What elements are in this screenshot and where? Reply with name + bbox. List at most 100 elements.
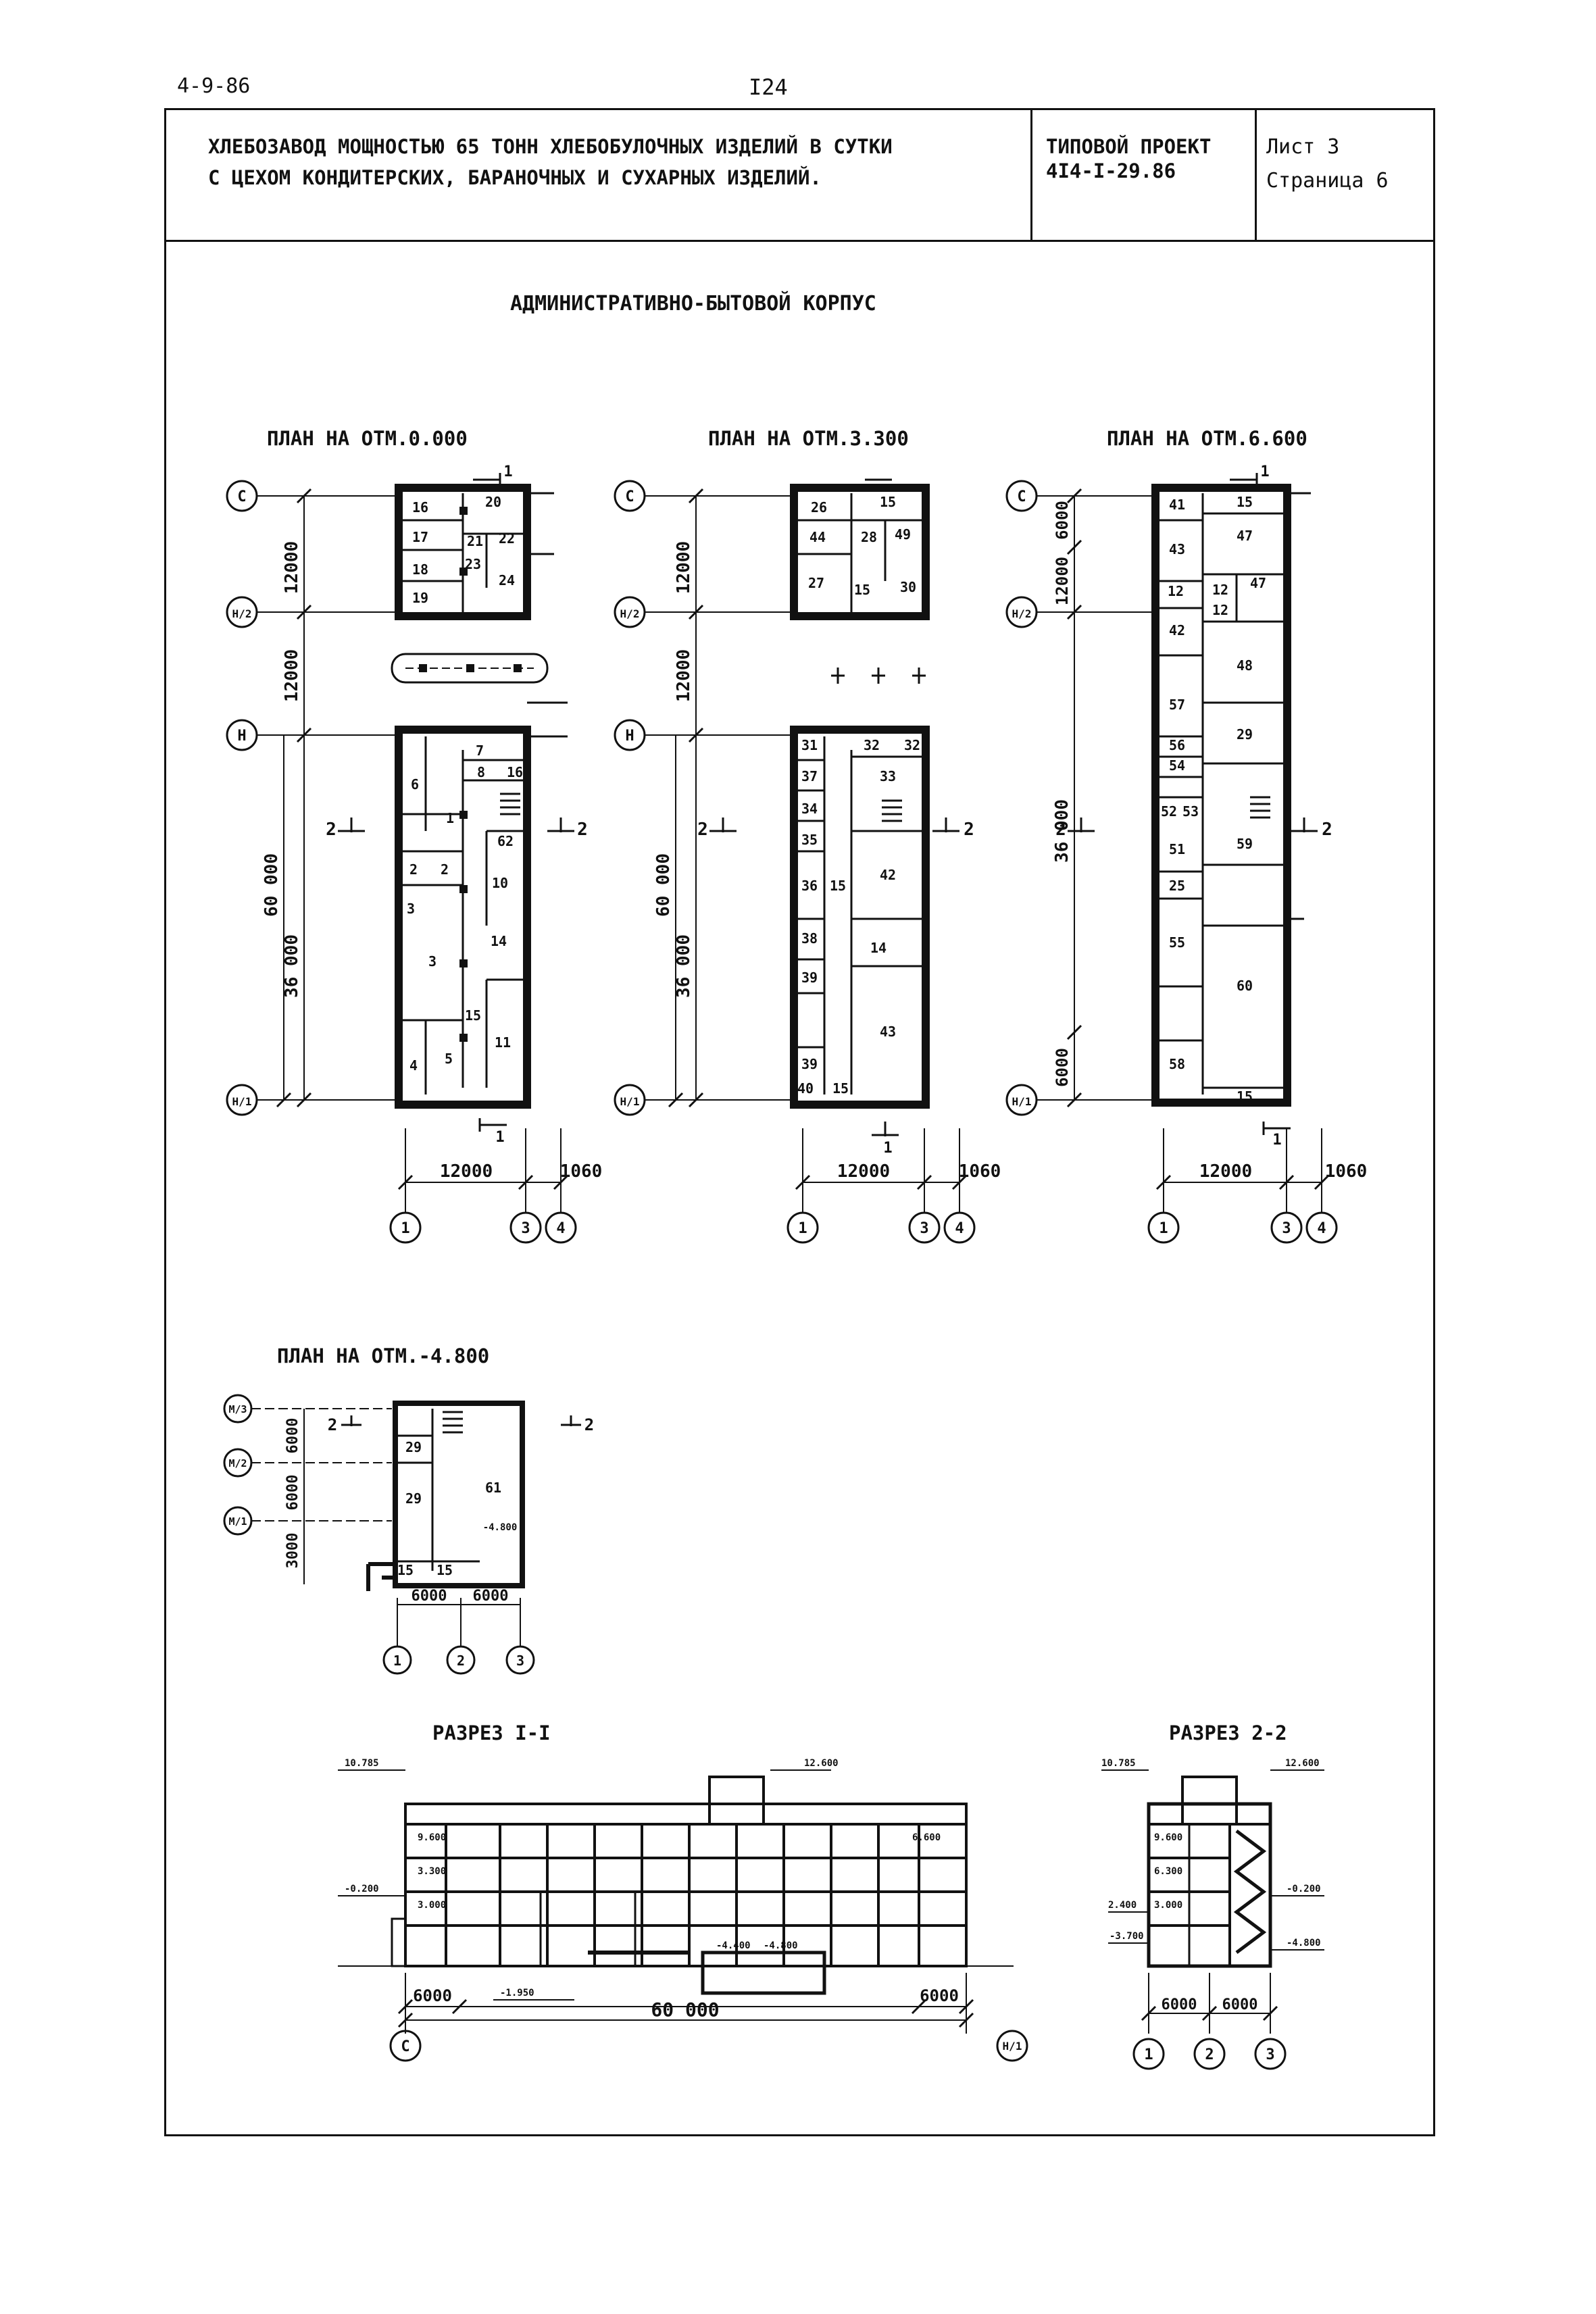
axis-label-h1: Н/1	[1003, 2040, 1022, 2053]
dim-right-6000: 6000	[920, 1986, 959, 2005]
level-3300: 3.300	[418, 1866, 446, 1877]
room-number: 29	[405, 1439, 422, 1455]
room-number: 36	[801, 878, 818, 894]
section-1-drawing: 12.600 10.785 9.600 6.600 3.300 3.000 -0…	[338, 1758, 1014, 2034]
dim-6000-top: 6000	[284, 1418, 301, 1454]
level-parapet: 10.785	[1101, 1758, 1136, 1769]
page-number: I24	[749, 74, 788, 100]
room-number: 4	[409, 1057, 418, 1074]
room-number: 12	[1212, 602, 1228, 618]
axis-marker-c	[389, 2030, 422, 2062]
room-number: 15	[854, 582, 870, 598]
title-line-2: С ЦЕХОМ КОНДИТЕРСКИХ, БАРАНОЧНЫХ И СУХАР…	[208, 166, 822, 189]
room-number: 26	[811, 499, 827, 515]
axis-label-4: 4	[955, 1220, 964, 1237]
plan-3300-title: ПЛАН НА ОТМ.3.300	[708, 427, 909, 450]
room-number: 42	[880, 867, 896, 883]
room-number: 29	[405, 1490, 422, 1507]
room-number: 60	[1237, 978, 1253, 994]
room-number: 39	[801, 970, 818, 986]
section-1-axes: С Н/1	[389, 2030, 1028, 2062]
room-number: 47	[1237, 528, 1253, 544]
room-number: 37	[801, 768, 818, 784]
room-number: 48	[1237, 657, 1253, 674]
plan-0-title: ПЛАН НА ОТМ.0.000	[267, 427, 468, 450]
room-number: 24	[499, 572, 515, 588]
room-number: 49	[895, 526, 911, 543]
room-number: 3	[407, 901, 415, 917]
title-block-divider-2	[1255, 108, 1257, 242]
dim-12000-top: 12000	[674, 541, 694, 594]
section-2-drawing: 12.600 10.785 9.600 6.300 3.000 2.400 -0…	[1101, 1758, 1324, 2070]
dim-36000: 36 000	[282, 934, 302, 998]
level-2400: 2.400	[1108, 1900, 1137, 1911]
dim-12000-mid: 12000	[282, 649, 302, 702]
axis-label-3: 3	[521, 1220, 530, 1237]
axis-label-c: С	[237, 488, 246, 505]
room-number: 15	[465, 1007, 481, 1024]
room-number: 5	[445, 1051, 453, 1067]
dim-36000: 36 000	[1052, 799, 1072, 863]
axis-label-h2: Н/2	[620, 607, 640, 620]
level-4800: -4.800	[764, 1940, 798, 1951]
room-number: 28	[861, 529, 877, 545]
axis-label-h: Н	[237, 728, 246, 745]
plan-m4800-title: ПЛАН НА ОТМ.-4.800	[277, 1344, 490, 1367]
room-number: 18	[412, 561, 428, 578]
project-label: ТИПОВОЙ ПРОЕКТ	[1046, 135, 1212, 158]
room-number: 38	[801, 930, 818, 947]
room-number: 42	[1169, 622, 1185, 638]
room-number: 15	[437, 1562, 453, 1578]
room-number: 20	[485, 494, 501, 510]
section-cut-2-left: 2	[1055, 820, 1066, 840]
room-number: 43	[1169, 541, 1185, 557]
title-block-divider-1	[1030, 108, 1032, 242]
room-number: 32	[864, 737, 880, 753]
room-number: 12	[1168, 583, 1184, 599]
axis-label-2: 2	[457, 1653, 465, 1669]
room-number: 12	[1212, 582, 1228, 598]
section-cut-1-top: 1	[503, 463, 512, 480]
level-parapet: 10.785	[345, 1758, 379, 1769]
plan-6600-title: ПЛАН НА ОТМ.6.600	[1107, 427, 1307, 450]
room-number: 2	[409, 861, 418, 878]
dim-12000-top: 12000	[282, 541, 302, 594]
level-3000: 3.000	[418, 1900, 446, 1911]
room-number: 39	[801, 1056, 818, 1072]
room-number: 7	[476, 743, 484, 759]
level-9600: 9.600	[1154, 1832, 1182, 1843]
section-cut-2-right: 2	[964, 820, 974, 840]
axis-label-h: Н	[625, 728, 634, 745]
level-mark: -4.800	[483, 1522, 518, 1533]
room-number: 47	[1250, 575, 1266, 591]
axis-label-m2: М/2	[228, 1457, 247, 1469]
room-number: 8	[477, 764, 485, 780]
room-number: 51	[1169, 841, 1185, 857]
room-number: 14	[870, 940, 887, 956]
room-number: 34	[801, 801, 818, 817]
room-number: 11	[495, 1034, 511, 1051]
axis-label-c: С	[1017, 488, 1026, 505]
axis-label-1: 1	[1159, 1220, 1168, 1237]
axis-label-h1: Н/1	[1012, 1095, 1032, 1108]
title-line-1: ХЛЕБОЗАВОД МОЩНОСТЬЮ 65 ТОНН ХЛЕБОБУЛОЧН…	[208, 135, 893, 158]
room-number: 41	[1169, 497, 1185, 513]
axis-label-h2: Н/2	[1012, 607, 1032, 620]
section-cut-1-bottom: 1	[1272, 1132, 1281, 1149]
axis-label-2: 2	[1205, 2046, 1214, 2063]
sheet-frame	[164, 108, 1435, 2136]
axis-label-c: С	[401, 2038, 409, 2055]
section-cut-2-left: 2	[326, 820, 336, 840]
axis-label-m1: М/1	[228, 1515, 247, 1528]
room-number: 56	[1169, 737, 1185, 753]
section-cut-2-right: 2	[1322, 820, 1332, 840]
dim-6000-mid: 6000	[284, 1475, 301, 1511]
doc-code: 4-9-86	[177, 74, 251, 98]
room-number: 44	[809, 529, 826, 545]
dim-width-6000-b: 6000	[473, 1588, 509, 1605]
axis-label-4: 4	[556, 1220, 565, 1237]
room-number: 35	[801, 832, 818, 848]
room-number: 61	[485, 1480, 501, 1496]
dim-6000-bottom: 6000	[1053, 1048, 1072, 1087]
plan-3300-drawing: С Н/2 Н Н/1 1 3 4 12000 12000 60 000 36 …	[614, 478, 1001, 1244]
